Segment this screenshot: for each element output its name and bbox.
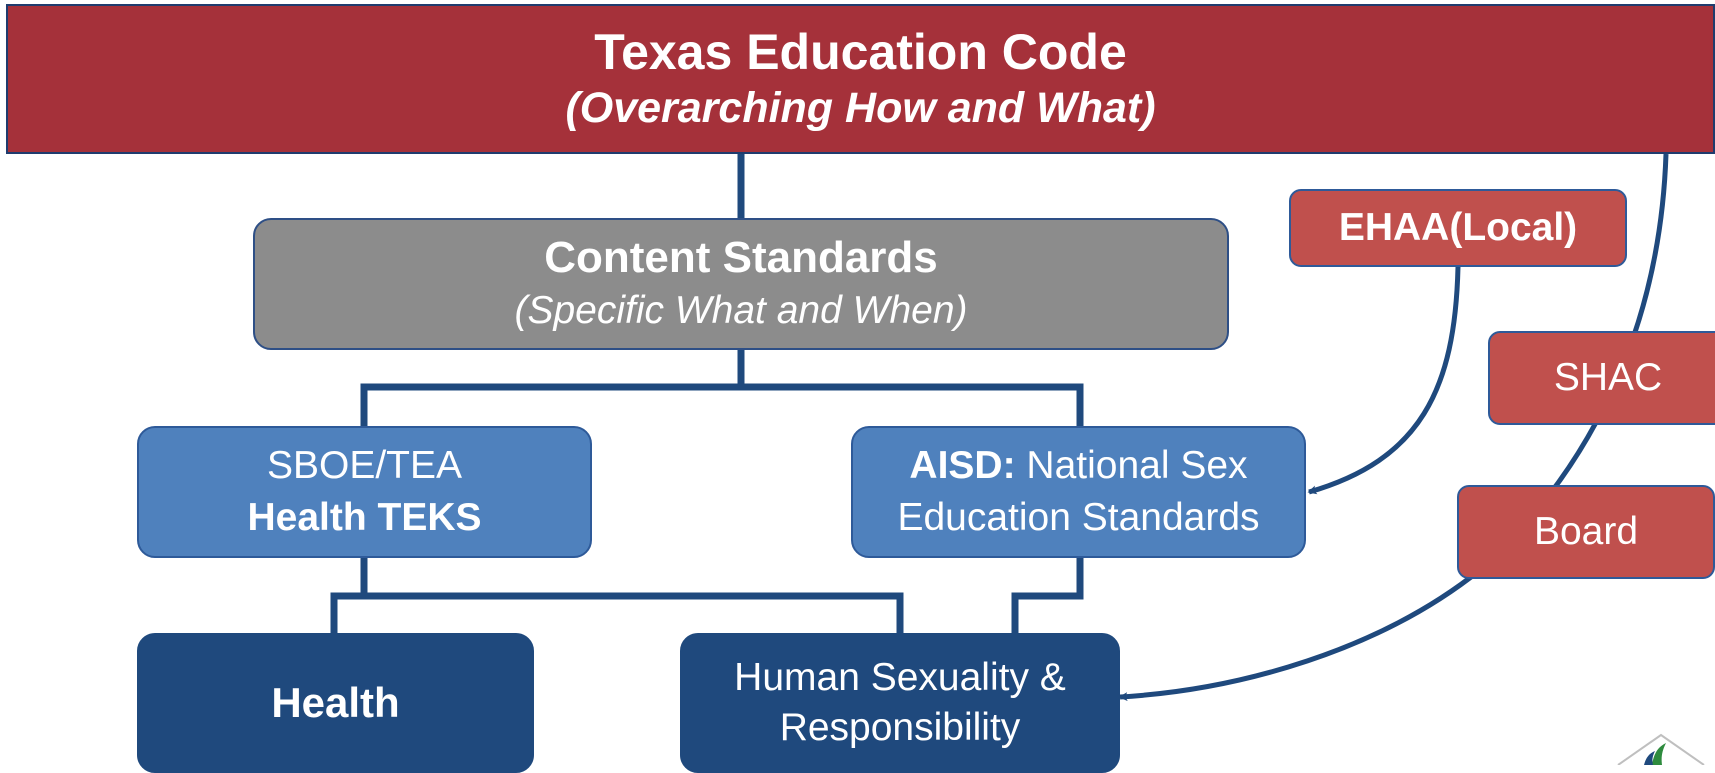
sboe-line2: Health TEKS bbox=[247, 496, 482, 539]
aisd-prefix: AISD: bbox=[909, 444, 1016, 487]
connector-sboe-split bbox=[330, 592, 904, 633]
aisd-standards-box: AISD: National Sex Education Standards bbox=[851, 426, 1306, 558]
content-standards-title: Content Standards bbox=[544, 233, 938, 282]
connector-aisd-hsr bbox=[1011, 558, 1084, 633]
board-label: Board bbox=[1533, 510, 1639, 553]
sboe-health-teks-box: SBOE/TEA Health TEKS bbox=[137, 426, 592, 558]
shac-label: SHAC bbox=[1553, 356, 1663, 399]
hsr-line1: Human Sexuality & bbox=[734, 656, 1066, 699]
district-logo-icon bbox=[1617, 733, 1705, 765]
banner-title: Texas Education Code bbox=[594, 24, 1127, 80]
sboe-line1: SBOE/TEA bbox=[266, 444, 463, 487]
banner-subtitle: (Overarching How and What) bbox=[565, 84, 1156, 132]
connector-content-standards bbox=[360, 383, 1084, 426]
health-box: Health bbox=[137, 633, 534, 773]
board-box: Board bbox=[1457, 485, 1715, 579]
content-standards-subtitle: (Specific What and When) bbox=[514, 289, 968, 332]
human-sexuality-box: Human Sexuality & Responsibility bbox=[680, 633, 1120, 773]
shac-box: SHAC bbox=[1488, 331, 1715, 425]
health-label: Health bbox=[271, 679, 400, 726]
hsr-line2: Responsibility bbox=[779, 706, 1021, 749]
aisd-line1: AISD: National Sex bbox=[909, 440, 1247, 492]
aisd-line1-rest: National Sex bbox=[1015, 444, 1248, 487]
ehaa-local-box: EHAA(Local) bbox=[1289, 189, 1627, 267]
texas-education-code-banner: Texas Education Code (Overarching How an… bbox=[6, 4, 1715, 154]
arrow-ehaa-aisd bbox=[1307, 266, 1461, 495]
content-standards-box: Content Standards (Specific What and Whe… bbox=[253, 218, 1229, 350]
aisd-line2: Education Standards bbox=[897, 496, 1260, 539]
ehaa-label: EHAA(Local) bbox=[1338, 206, 1578, 249]
